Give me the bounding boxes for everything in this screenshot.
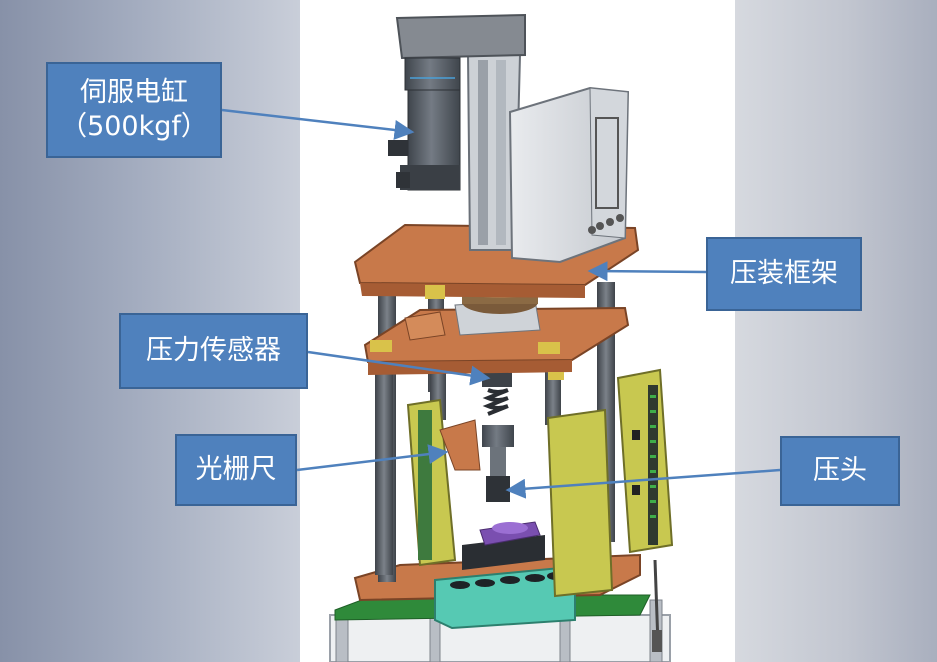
callout-servo-cylinder: 伺服电缸 （500kgf） bbox=[46, 62, 222, 158]
workpiece-fixture bbox=[462, 521, 545, 570]
right-support-panel bbox=[546, 368, 674, 652]
callout-press-head: 压头 bbox=[780, 436, 900, 506]
control-box bbox=[508, 86, 630, 264]
servo-motor bbox=[388, 57, 461, 191]
callout-head-label: 压头 bbox=[813, 455, 867, 487]
background-right bbox=[735, 0, 937, 662]
press-rod-assembly bbox=[482, 365, 514, 502]
callout-servo-line1: 伺服电缸 bbox=[80, 77, 188, 109]
callout-frame-label: 压装框架 bbox=[730, 258, 838, 290]
callout-servo-line2: （500kgf） bbox=[60, 111, 208, 142]
grating-ruler-bracket bbox=[406, 398, 481, 567]
product-tray bbox=[434, 566, 576, 630]
callout-pressure-sensor: 压力传感器 bbox=[119, 313, 308, 389]
callout-grating-ruler: 光栅尺 bbox=[175, 434, 297, 506]
callout-grating-label: 光栅尺 bbox=[195, 454, 277, 486]
callout-press-frame: 压装框架 bbox=[706, 237, 862, 311]
cylinder-top-cap bbox=[395, 13, 526, 60]
callout-sensor-label: 压力传感器 bbox=[146, 335, 281, 367]
